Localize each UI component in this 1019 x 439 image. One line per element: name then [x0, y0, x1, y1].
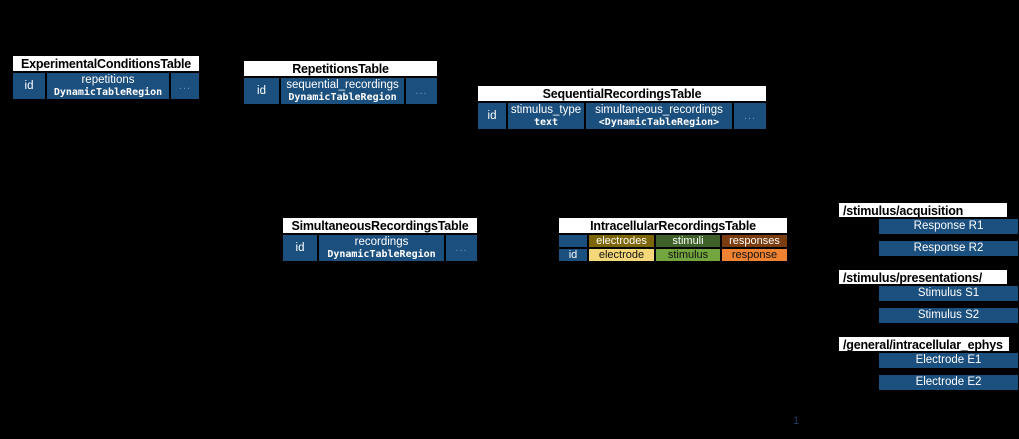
intracellular-recordings-table: IntracellularRecordingsTable electrodes …: [558, 217, 788, 262]
column-stimulus-type-label: stimulus_type: [510, 103, 582, 116]
group-stimulus-acquisition: /stimulus/acquisition Response R1 Respon…: [838, 202, 1019, 257]
category-stimuli-label: stimuli: [672, 235, 704, 247]
column-repetitions-type: DynamicTableRegion: [53, 86, 163, 98]
category-stimuli: stimuli: [655, 234, 721, 248]
column-more: ...: [445, 234, 478, 262]
column-more: ...: [170, 72, 200, 100]
sequential-recordings-table-title: SequentialRecordingsTable: [477, 85, 767, 102]
column-sequential-recordings: sequential_recordings DynamicTableRegion: [280, 77, 405, 105]
column-stimulus-type-type: text: [533, 116, 559, 128]
column-id: id: [282, 234, 318, 262]
repetitions-table-title: RepetitionsTable: [243, 60, 438, 77]
column-recordings-label: recordings: [354, 235, 409, 248]
column-stimulus-label: stimulus: [667, 249, 709, 261]
column-id-label: id: [487, 109, 497, 122]
category-electrodes-label: electrodes: [596, 235, 647, 247]
column-recordings-type: DynamicTableRegion: [327, 248, 436, 260]
column-id: id: [12, 72, 46, 100]
intracellular-column-row: id electrode stimulus response: [558, 248, 788, 262]
column-response: response: [721, 248, 788, 262]
repetitions-table-columns: id sequential_recordings DynamicTableReg…: [243, 77, 438, 105]
column-more-label: ...: [178, 80, 192, 92]
simultaneous-recordings-table-columns: id recordings DynamicTableRegion ...: [282, 234, 478, 262]
intracellular-category-row: electrodes stimuli responses: [558, 234, 788, 248]
column-stimulus: stimulus: [655, 248, 721, 262]
experimental-conditions-table-columns: id repetitions DynamicTableRegion ...: [12, 72, 200, 100]
column-stimulus-type: stimulus_type text: [507, 102, 585, 130]
column-simultaneous-recordings-type: <DynamicTableRegion>: [598, 116, 720, 128]
group-stimulus-presentations: /stimulus/presentations/ Stimulus S1 Sti…: [838, 269, 1019, 324]
column-more: ...: [733, 102, 767, 130]
column-more: ...: [405, 77, 438, 105]
column-simultaneous-recordings-label: simultaneous_recordings: [595, 103, 723, 116]
intracellular-recordings-table-title: IntracellularRecordingsTable: [558, 217, 788, 234]
group-stimulus-presentations-label: /stimulus/presentations/: [838, 269, 1008, 285]
column-id: id: [558, 248, 588, 262]
repetitions-table: RepetitionsTable id sequential_recording…: [243, 60, 438, 105]
simultaneous-recordings-table: SimultaneousRecordingsTable id recording…: [282, 217, 478, 262]
column-sequential-recordings-type: DynamicTableRegion: [288, 91, 397, 103]
group-item-electrode-e1[interactable]: Electrode E1: [878, 352, 1019, 369]
sequential-recordings-table-columns: id stimulus_type text simultaneous_recor…: [477, 102, 767, 130]
group-item-electrode-e2[interactable]: Electrode E2: [878, 374, 1019, 391]
group-item-response-r2[interactable]: Response R2: [878, 240, 1019, 257]
page-number: 1: [793, 415, 800, 427]
group-item-response-r1[interactable]: Response R1: [878, 218, 1019, 235]
column-recordings: recordings DynamicTableRegion: [318, 234, 445, 262]
group-item-stimulus-s2[interactable]: Stimulus S2: [878, 307, 1019, 324]
column-electrode-label: electrode: [598, 249, 645, 261]
column-more-label: ...: [455, 242, 468, 254]
category-responses-label: responses: [729, 235, 780, 247]
column-electrode: electrode: [588, 248, 655, 262]
column-id-label: id: [295, 241, 305, 254]
column-id-label: id: [568, 249, 578, 261]
category-electrodes: electrodes: [588, 234, 655, 248]
group-item-stimulus-s1[interactable]: Stimulus S1: [878, 285, 1019, 302]
column-id-label: id: [24, 79, 34, 92]
column-response-label: response: [731, 249, 778, 261]
group-general-intracellular-ephys-label: /general/intracellular_ephys: [838, 336, 1010, 352]
experimental-conditions-table-title: ExperimentalConditionsTable: [12, 55, 200, 72]
column-simultaneous-recordings: simultaneous_recordings <DynamicTableReg…: [585, 102, 733, 130]
group-general-intracellular-ephys: /general/intracellular_ephys Electrode E…: [838, 336, 1019, 391]
column-id: id: [477, 102, 507, 130]
group-stimulus-acquisition-label: /stimulus/acquisition: [838, 202, 1008, 218]
column-sequential-recordings-label: sequential_recordings: [286, 78, 399, 91]
column-id-label: id: [257, 84, 266, 97]
sequential-recordings-table: SequentialRecordingsTable id stimulus_ty…: [477, 85, 767, 130]
column-repetitions-label: repetitions: [81, 73, 135, 86]
column-more-label: ...: [743, 110, 757, 122]
column-id: id: [243, 77, 280, 105]
column-more-label: ...: [415, 85, 428, 97]
simultaneous-recordings-table-title: SimultaneousRecordingsTable: [282, 217, 478, 234]
experimental-conditions-table: ExperimentalConditionsTable id repetitio…: [12, 55, 200, 100]
column-repetitions: repetitions DynamicTableRegion: [46, 72, 170, 100]
category-responses: responses: [721, 234, 788, 248]
category-blank: [558, 234, 588, 248]
